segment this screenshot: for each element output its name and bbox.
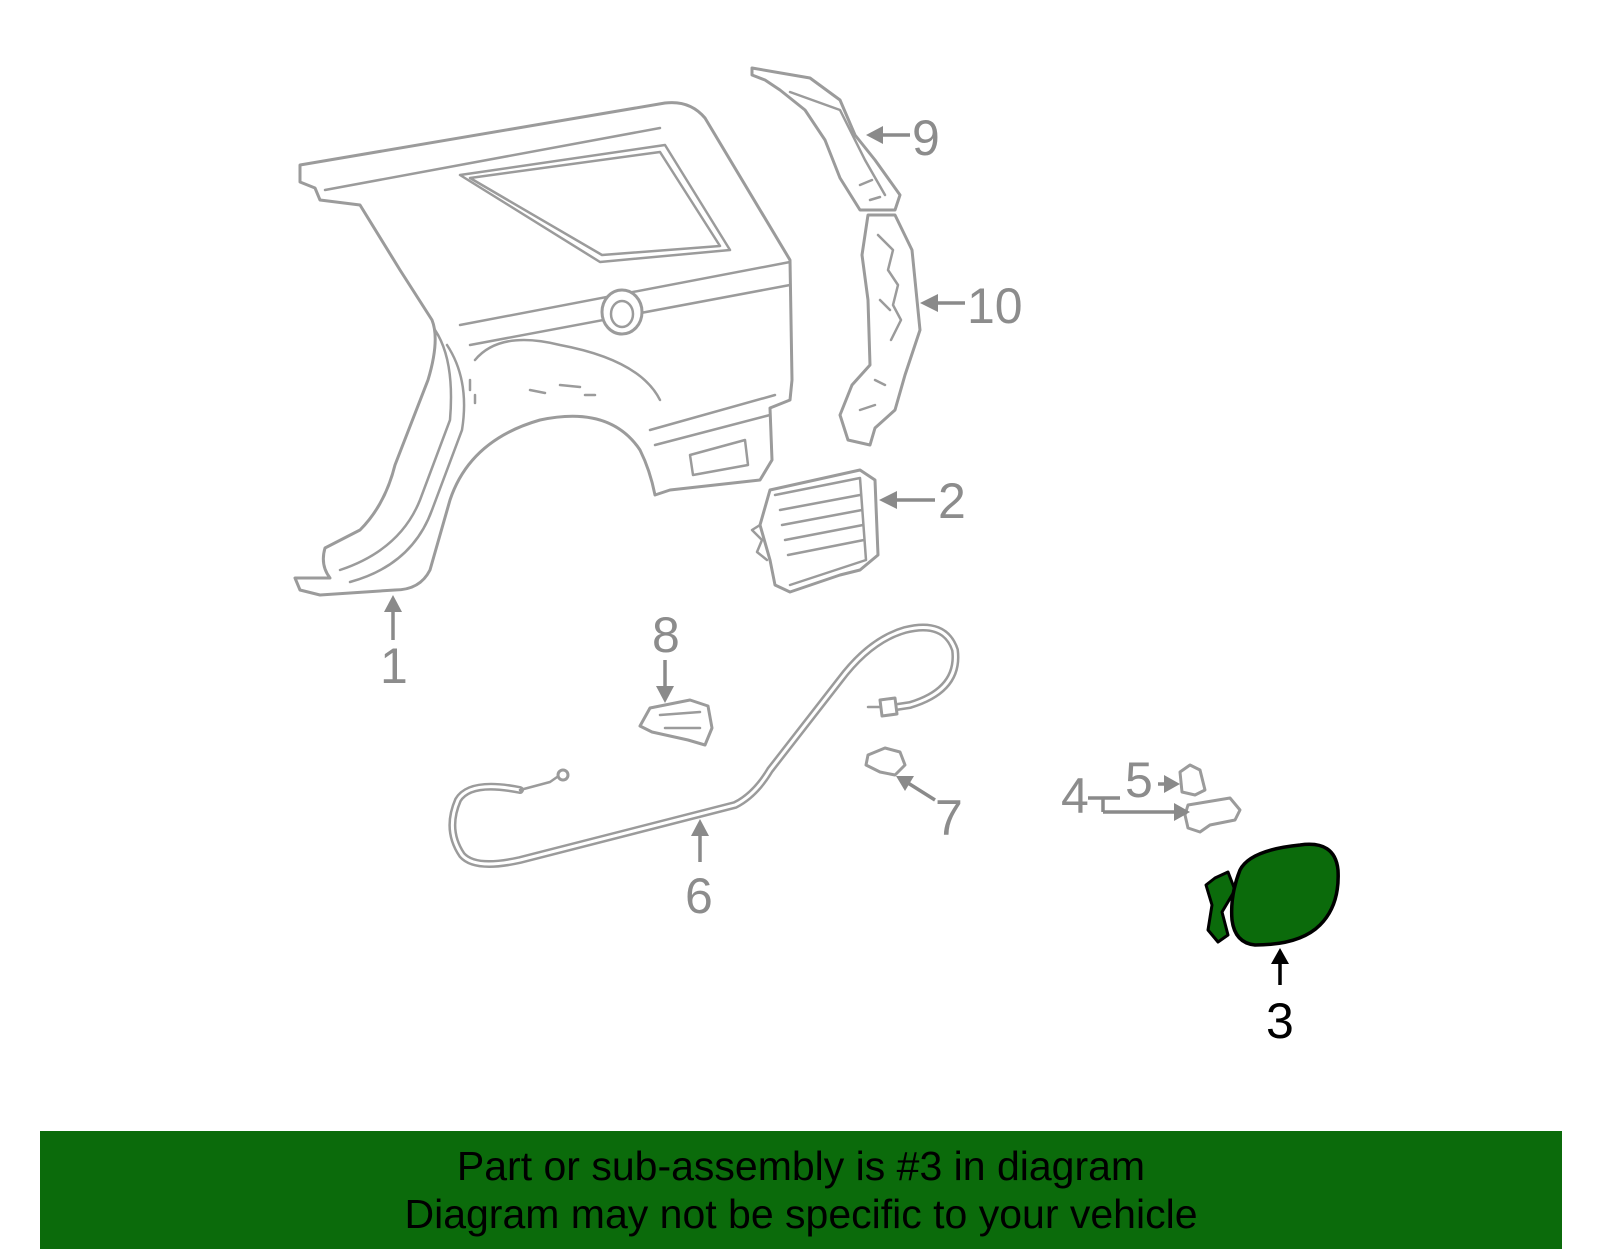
callout-8: 8 bbox=[652, 607, 680, 663]
part-8-bracket[interactable] bbox=[638, 698, 714, 747]
callout-9: 9 bbox=[912, 110, 940, 166]
callout-6: 6 bbox=[685, 868, 713, 924]
part-7-clip[interactable] bbox=[864, 746, 907, 777]
callout-1: 1 bbox=[380, 638, 408, 694]
part-9-pillar-reinforcement[interactable] bbox=[750, 66, 902, 212]
callout-4: 4 bbox=[1061, 768, 1089, 824]
part-2-filler-housing[interactable] bbox=[750, 468, 880, 594]
leader-lines bbox=[384, 126, 1289, 985]
part-1-quarter-panel[interactable] bbox=[293, 101, 794, 597]
callout-2: 2 bbox=[938, 473, 966, 529]
banner-line-2: Diagram may not be specific to your vehi… bbox=[404, 1191, 1198, 1237]
part-10-inner-panel[interactable] bbox=[838, 213, 922, 447]
banner-line-1: Part or sub-assembly is #3 in diagram bbox=[456, 1143, 1146, 1189]
part-3-fuel-door[interactable] bbox=[1204, 842, 1340, 947]
callout-7: 7 bbox=[935, 790, 963, 846]
callout-10: 10 bbox=[967, 278, 1023, 334]
parts-diagram: 1 2 3 4 5 6 7 8 9 10 bbox=[293, 66, 1340, 1049]
callout-5: 5 bbox=[1125, 752, 1153, 808]
part-5-clip[interactable] bbox=[1178, 763, 1207, 797]
part-4-hinge[interactable] bbox=[1183, 796, 1242, 834]
part-6-release-cable[interactable] bbox=[448, 623, 960, 868]
callout-3: 3 bbox=[1266, 993, 1294, 1049]
info-banner: Part or sub-assembly is #3 in diagram Di… bbox=[40, 1131, 1562, 1249]
